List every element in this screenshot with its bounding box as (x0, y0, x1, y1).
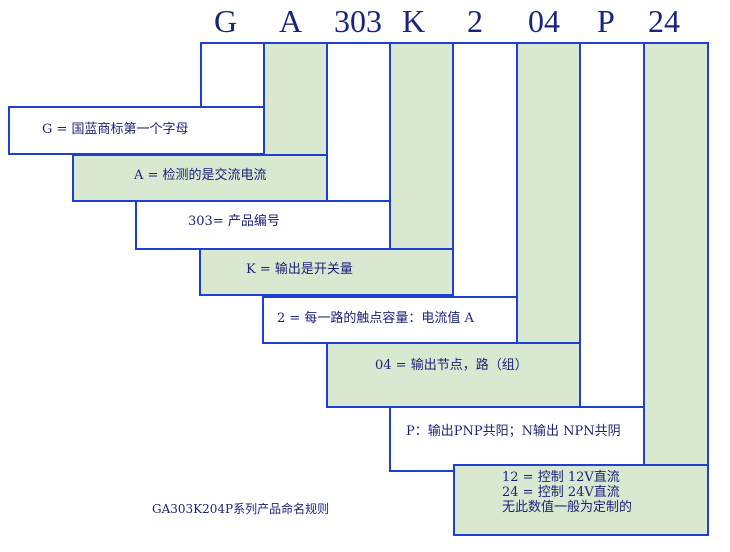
label-g: G = 国蓝商标第一个字母 (42, 122, 189, 137)
column-303 (326, 42, 391, 204)
column-a (263, 42, 328, 156)
column-24 (643, 42, 709, 466)
label-box-k (199, 248, 454, 296)
column-p (579, 42, 645, 408)
label-a: A = 检测的是交流电流 (134, 168, 267, 183)
label-box-a (72, 154, 328, 202)
label-k: K = 输出是开关量 (246, 262, 353, 277)
label-box-04 (326, 342, 581, 408)
label-24-line3: 无此数值一般为定制的 (502, 500, 633, 515)
code-letter-g: G (214, 3, 238, 39)
label-24-line2: 24 = 控制 24V直流 (502, 485, 620, 500)
column-2 (452, 42, 518, 298)
code-number-303: 303 (334, 3, 382, 39)
code-number-04: 04 (528, 3, 560, 39)
label-24-line1: 12 = 控制 12V直流 (502, 470, 620, 485)
column-g (200, 42, 265, 108)
code-letter-k: K (402, 3, 426, 39)
column-04 (516, 42, 581, 344)
label-box-24 (453, 464, 709, 536)
label-p: P：输出PNP共阳；N输出 NPN共阴 (406, 424, 621, 439)
label-2: 2 = 每一路的触点容量：电流值 A (277, 311, 474, 326)
diagram-caption: GA303K204P系列产品命名规则 (152, 502, 330, 516)
code-letter-p: P (597, 3, 615, 39)
code-number-2: 2 (467, 3, 483, 39)
code-number-24: 24 (648, 3, 680, 39)
code-letter-a: A (279, 3, 303, 39)
label-303: 303= 产品编号 (188, 214, 280, 229)
column-k (389, 42, 454, 250)
label-04: 04 = 输出节点，路（组） (375, 358, 528, 373)
